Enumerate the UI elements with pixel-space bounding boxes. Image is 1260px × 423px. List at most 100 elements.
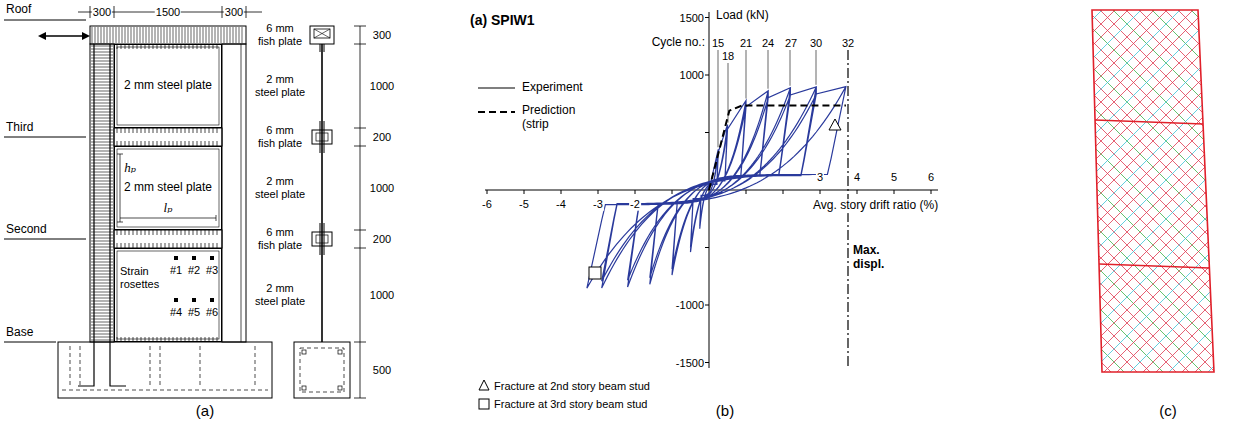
cycle-number: 27 (785, 37, 797, 50)
tension-strip (1080, 324, 1230, 423)
tick-label: -1500 (676, 357, 704, 370)
shear-stud (173, 230, 174, 235)
shear-stud (213, 230, 214, 235)
cycle-number: 18 (722, 50, 734, 63)
beam-box (316, 235, 328, 243)
rebar-bar (338, 386, 342, 390)
chart-title: (a) SPIW1 (470, 12, 535, 28)
prediction-curve (709, 105, 846, 190)
shear-stud (189, 128, 190, 133)
beam-hatch (173, 27, 174, 43)
beam-hatch (107, 27, 108, 43)
dimension: 1000 (370, 182, 394, 195)
shear-stud (213, 128, 214, 133)
column-flange (241, 44, 242, 342)
level-name: Base (6, 326, 33, 340)
fish-plate (117, 251, 219, 339)
beam-hatch (167, 27, 168, 43)
strip-model (1080, 0, 1230, 423)
tension-strip (1080, 0, 1230, 114)
foundation-section (294, 342, 350, 398)
tick-label: -6 (481, 198, 493, 211)
dimension: 300 (224, 6, 244, 19)
beam-hatch (158, 27, 159, 43)
wall-section (294, 26, 366, 398)
shear-stud (205, 128, 206, 133)
tension-strip (1080, 0, 1230, 127)
beam-hatch (212, 27, 213, 43)
beam-hatch (113, 27, 114, 43)
strain-rosette (174, 298, 178, 302)
rebar-bar (302, 386, 306, 390)
cycle-number: 24 (762, 37, 774, 50)
panel-text: 2 mm steel plate (124, 181, 212, 195)
strain-rosette (192, 256, 196, 260)
tension-strip (1080, 389, 1230, 423)
panel-text: #4 (170, 306, 182, 319)
level-name: Third (6, 121, 33, 135)
panel-label: (b) (716, 402, 734, 419)
legend-text: Fracture at 3rd story beam stud (494, 398, 647, 411)
tick-label: 1500 (680, 12, 704, 25)
beam-hatch (206, 27, 207, 43)
shear-stud (161, 128, 162, 133)
dimension-tick (117, 222, 123, 223)
x-tick (894, 190, 895, 194)
right-column (222, 44, 246, 342)
dimension: 300 (373, 29, 391, 42)
tension-strip (1080, 0, 1230, 75)
annotation: Max. displ. (853, 244, 893, 272)
dimension-tick (354, 128, 366, 129)
story-beam (1095, 120, 1203, 124)
shear-stud (181, 128, 182, 133)
tension-strip (1080, 0, 1230, 36)
y-tick (705, 362, 709, 363)
cycle-line (746, 50, 747, 99)
fish-plate (117, 47, 219, 125)
tension-strip (1080, 0, 1230, 58)
shear-stud (125, 128, 126, 133)
load-arrow (44, 35, 84, 36)
beam-section (312, 232, 332, 246)
tension-strip (1080, 0, 1230, 49)
level-name: Roof (6, 3, 31, 17)
tension-strip (1080, 376, 1230, 423)
shear-stud (117, 230, 118, 235)
beam-hatch (122, 27, 123, 43)
x-tick (820, 190, 821, 194)
beam-hatch (227, 27, 228, 43)
column-rebar (110, 44, 126, 386)
cycle-line (816, 50, 817, 85)
cycle-line (790, 50, 791, 86)
y-tick (705, 247, 709, 248)
shear-stud (165, 230, 166, 235)
beam-box (314, 29, 330, 38)
shear-stud (161, 230, 162, 235)
tick-label: 6 (927, 171, 935, 184)
cycle-line (768, 50, 769, 89)
y-tick (705, 132, 709, 133)
panel-text: #3 (206, 264, 218, 277)
shear-stud (133, 128, 134, 133)
beam-hatch (131, 27, 132, 43)
part-name: 2 mm steel plate (254, 175, 306, 200)
beam-hatch (194, 27, 195, 43)
tick-label: 3 (816, 171, 824, 184)
arrow-head (82, 32, 90, 40)
legend-text: Fracture at 2nd story beam stud (494, 380, 650, 393)
steel-plate-section (321, 44, 323, 342)
beam-hatch (143, 27, 144, 43)
beam-hatch (116, 27, 117, 43)
shear-stud (209, 230, 210, 235)
x-tick (857, 190, 858, 194)
shear-stud (157, 230, 158, 235)
dimension-tick (354, 26, 366, 27)
shear-stud (153, 128, 154, 133)
beam-hatch (239, 27, 240, 43)
dimension: 200 (373, 131, 391, 144)
shear-stud (169, 230, 170, 235)
y-tick (705, 305, 709, 306)
frame-outline (1092, 10, 1214, 372)
strip-group (1080, 0, 1230, 423)
roof-beam (90, 26, 246, 44)
